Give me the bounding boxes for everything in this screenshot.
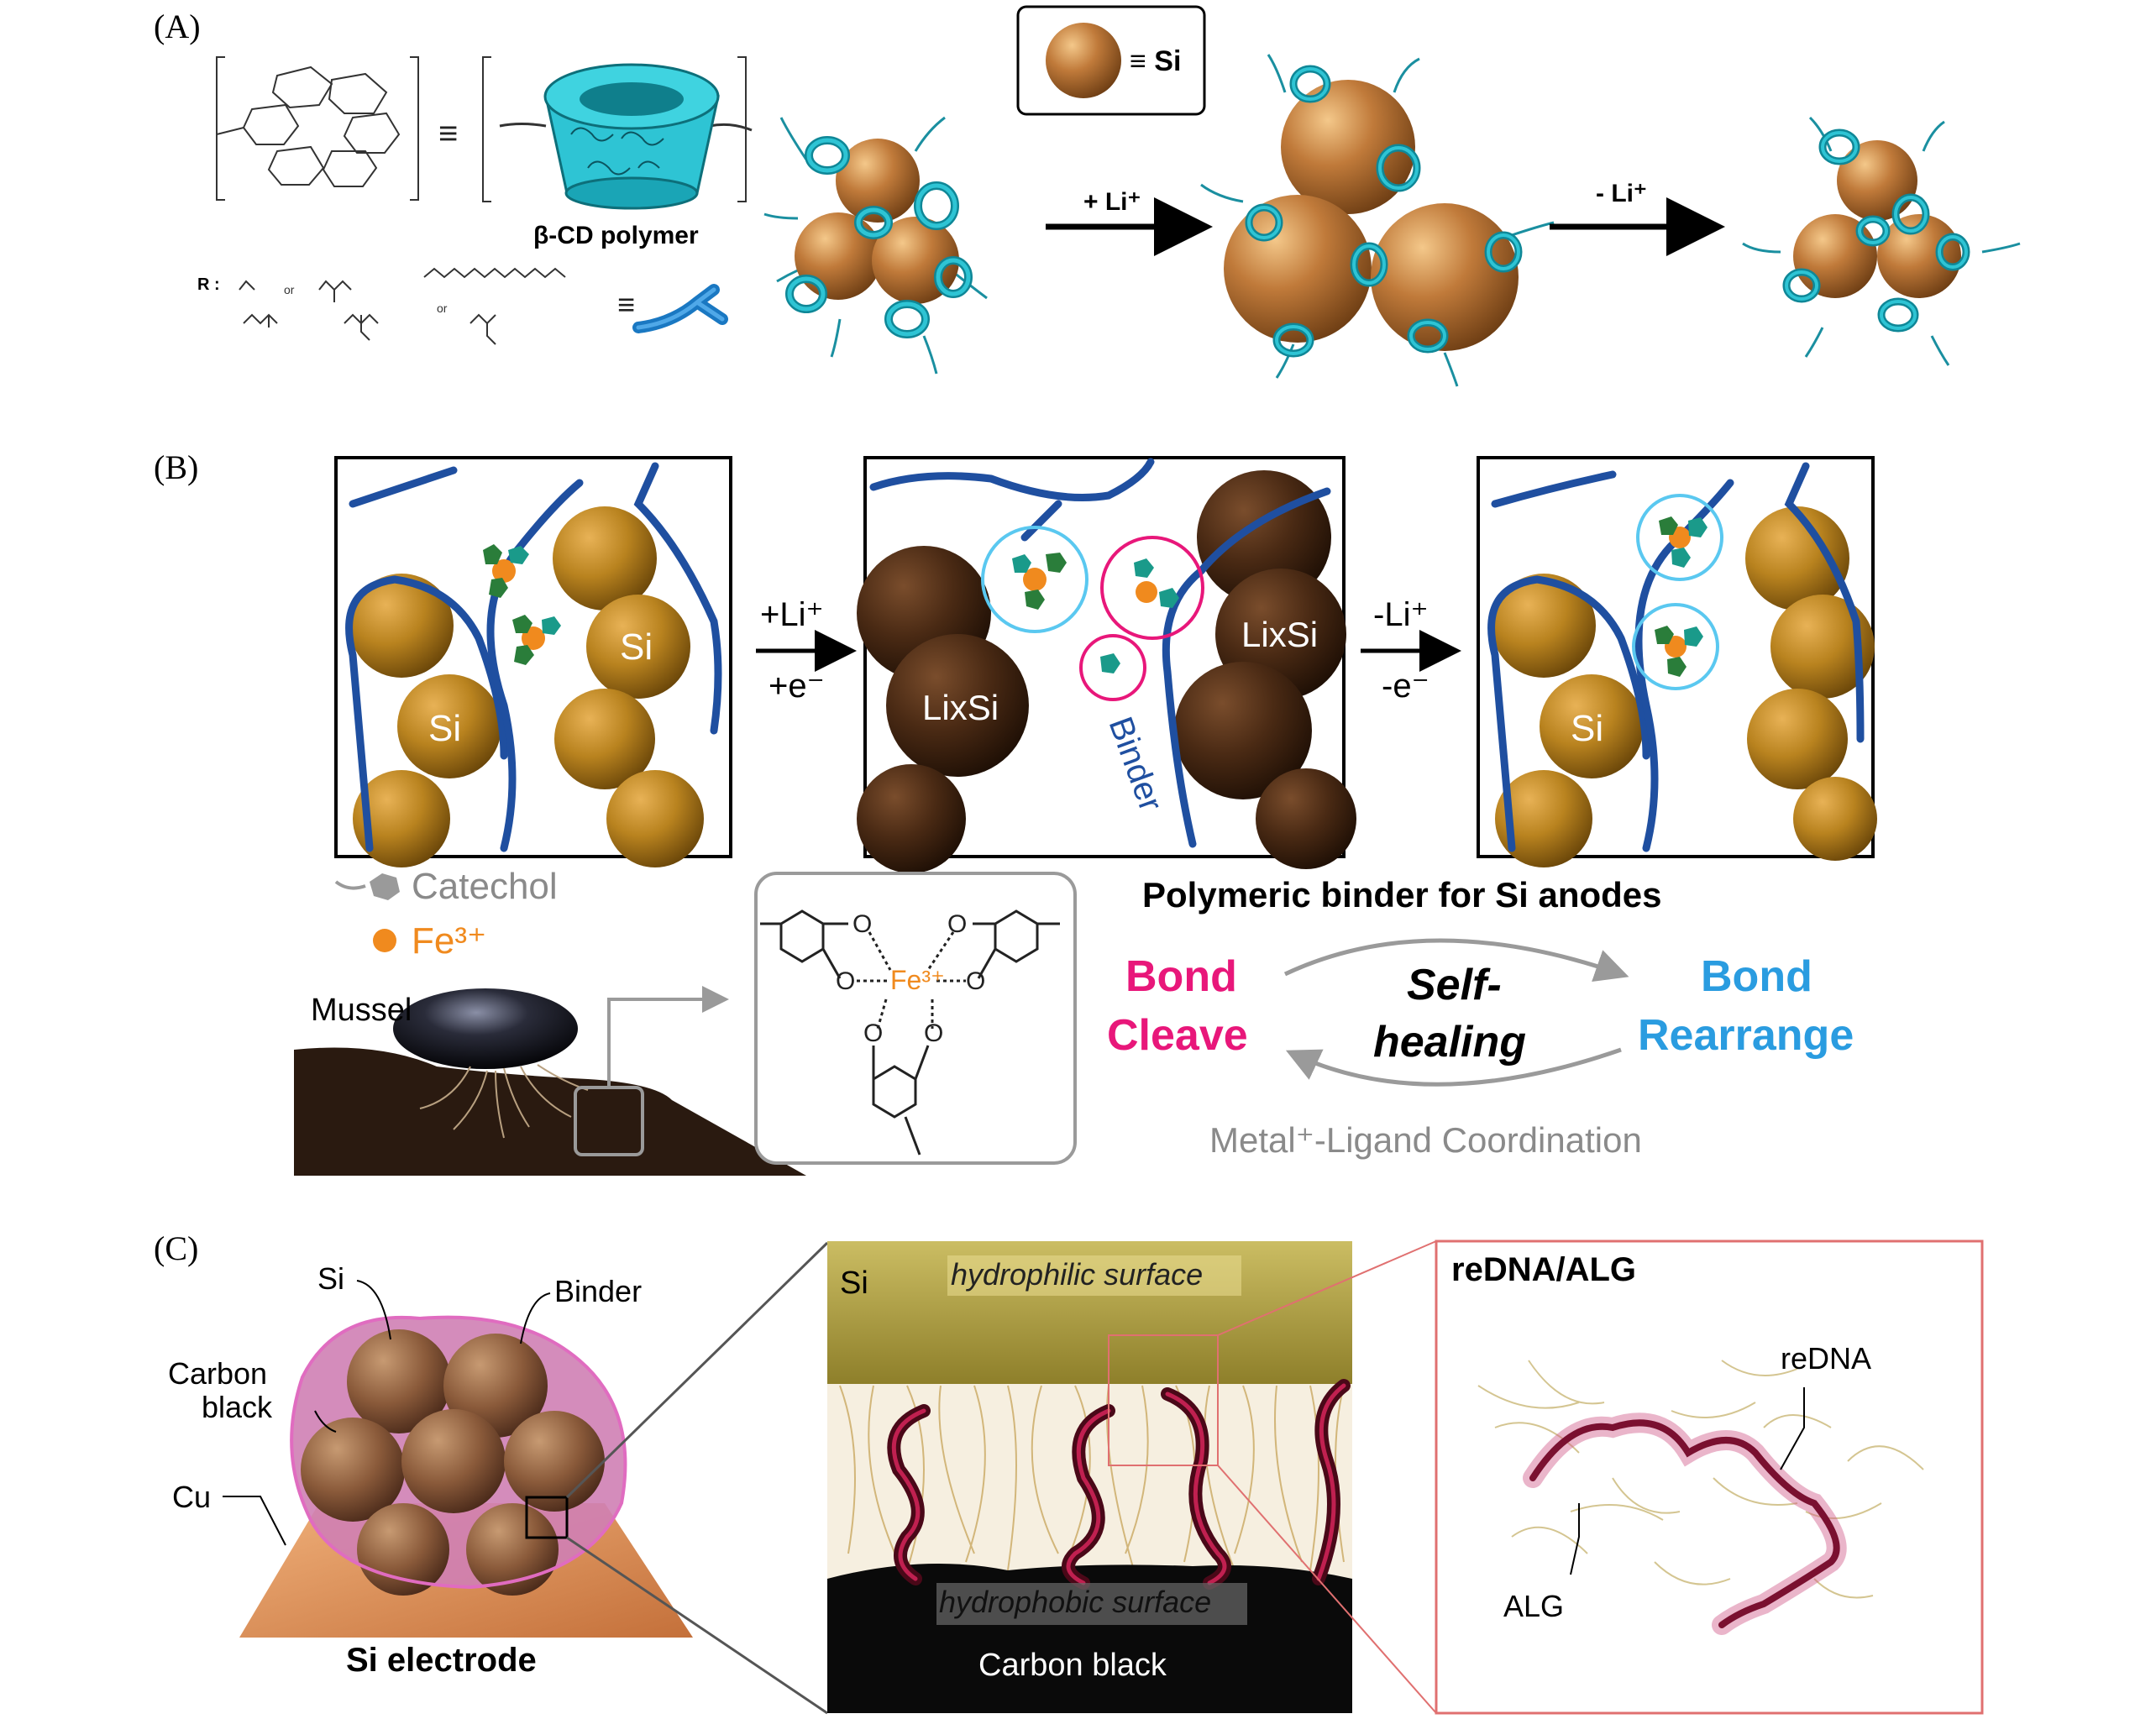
fe-dot-icon (373, 929, 396, 952)
bond-cleave-label-2: Cleave (1107, 1011, 1248, 1060)
si-electrode-illustration (223, 1241, 829, 1715)
si-label-box3: Si (1571, 708, 1603, 749)
lixsi-label-1: LixSi (922, 688, 999, 727)
fe-legend-label: Fe³⁺ (412, 920, 486, 962)
panel-c: (C) Si (154, 1229, 1984, 1715)
cleaved-bond-circle-b-1 (1100, 536, 1204, 640)
fe-catechol-structure: O O O O O O Fe³⁺ (754, 872, 1077, 1165)
catechol-legend: Catechol (334, 866, 558, 907)
hydrophobic-surface-label: hydrophobic surface (939, 1585, 1211, 1619)
interface-carbon-black-label: Carbon black (978, 1648, 1167, 1683)
svg-text:O: O (852, 910, 872, 938)
lithiation-arrow-b-bottom: +e⁻ (769, 668, 825, 705)
panel-b-box-lithiated: LixSi LixSi Binder (857, 456, 1356, 873)
redna-alg-zoom-view (1435, 1239, 1984, 1715)
si-legend-label: ≡ Si (1130, 45, 1181, 77)
self-healing-cycle: Bond Cleave Self- healing Bond Rearrange… (1107, 938, 1854, 1160)
svg-text:O: O (947, 910, 967, 938)
lithiation-arrow-a-label: + Li⁺ (1083, 188, 1141, 216)
lithiation-arrow-b-top: +Li⁺ (760, 596, 824, 633)
si-legend-box: ≡ Si (1016, 5, 1206, 116)
electrode-carbon-black-label-2: black (202, 1390, 273, 1424)
svg-text:O: O (924, 1019, 943, 1047)
catechol-hexagon-icon (370, 873, 400, 900)
panel-b: (B) Si Si (154, 448, 1877, 1176)
beta-cd-chemical-structure (216, 56, 419, 201)
panel-a-label: (A) (154, 8, 201, 45)
svg-text:O: O (836, 967, 855, 995)
fe-center-label: Fe³⁺ (890, 965, 945, 995)
panel-a: (A) ≡ (154, 5, 2021, 387)
electrode-title: Si electrode (346, 1642, 537, 1679)
hydrophilic-surface-label: hydrophilic surface (951, 1257, 1203, 1292)
bond-rearrange-label-2: Rearrange (1638, 1011, 1854, 1060)
cleaved-bond-circle-b-2 (1079, 634, 1146, 701)
si-cluster-initial (763, 116, 988, 375)
delithiation-arrow-b-top: -Li⁺ (1373, 596, 1429, 633)
delithiation-arrow-a: - Li⁺ (1550, 180, 1725, 256)
panel-b-box-initial: Si Si (334, 456, 732, 867)
redna-zoom-box (1108, 1334, 1219, 1466)
self-healing-label-1: Self- (1407, 961, 1502, 1009)
alg-label: ALG (1503, 1589, 1564, 1623)
electrode-carbon-black-label-1: Carbon (168, 1356, 267, 1391)
rearranged-bond-circle-b3-1 (1636, 494, 1723, 581)
svg-text:O: O (863, 1019, 883, 1047)
coordination-label: Metal⁺-Ligand Coordination (1209, 1120, 1642, 1160)
r-groups-prefix: R : (197, 275, 220, 294)
electrode-binder-label: Binder (554, 1274, 642, 1308)
lithiation-arrow-b: +Li⁺ +e⁻ (756, 596, 857, 705)
panel-c-label: (C) (154, 1229, 198, 1267)
electrode-cu-label: Cu (172, 1480, 211, 1514)
equiv-sign-2: ≡ (617, 287, 635, 322)
bond-rearrange-label-1: Bond (1701, 952, 1812, 1001)
rearranged-bond-circle-b (981, 526, 1088, 633)
si-legend-sphere (1046, 23, 1121, 98)
fe-legend: Fe³⁺ (373, 920, 486, 962)
beta-cd-polymer-label: β-CD polymer (533, 222, 699, 249)
mussel-label: Mussel (311, 993, 412, 1028)
self-healing-label-2: healing (1373, 1018, 1526, 1067)
interface-zoom-view (827, 1240, 1437, 1714)
catechol-fe-complex-1 (483, 544, 529, 598)
si-cluster-expanded (1200, 54, 1555, 387)
lithiation-arrow-a: + Li⁺ (1046, 188, 1213, 256)
lixsi-label-2: LixSi (1241, 615, 1318, 654)
panel-b-box-recovered: Si (1477, 456, 1877, 867)
si-cluster-recovered (1742, 116, 2021, 366)
r-group-structures (239, 267, 566, 345)
bond-cleave-label-1: Bond (1125, 952, 1237, 1001)
delithiation-arrow-a-label: - Li⁺ (1596, 180, 1647, 207)
panel-b-title: Polymeric binder for Si anodes (1142, 875, 1662, 915)
electrode-zoom-box (525, 1496, 569, 1539)
si-label-box1-b: Si (620, 626, 653, 668)
r-group-branch-icon (632, 284, 728, 333)
r-group-or-2: or (437, 301, 448, 315)
redna-alg-title: reDNA/ALG (1451, 1251, 1636, 1288)
catechol-fe-complex-2 (512, 615, 561, 665)
delithiation-arrow-b: -Li⁺ -e⁻ (1361, 596, 1461, 705)
beta-cd-polymer-torus (482, 56, 753, 210)
panel-b-label: (B) (154, 448, 198, 486)
r-group-or-1: or (284, 283, 295, 296)
rearranged-bond-circle-b3-2 (1632, 603, 1719, 690)
svg-text:O: O (966, 967, 985, 995)
catechol-legend-label: Catechol (412, 866, 558, 907)
equiv-sign-1: ≡ (438, 115, 458, 152)
delithiation-arrow-b-bottom: -e⁻ (1382, 668, 1429, 705)
redna-label: reDNA (1781, 1341, 1871, 1376)
electrode-si-label: Si (317, 1261, 344, 1296)
mussel-illustration (294, 986, 806, 1176)
interface-si-label: Si (840, 1266, 868, 1301)
si-label-box1-a: Si (428, 708, 461, 749)
